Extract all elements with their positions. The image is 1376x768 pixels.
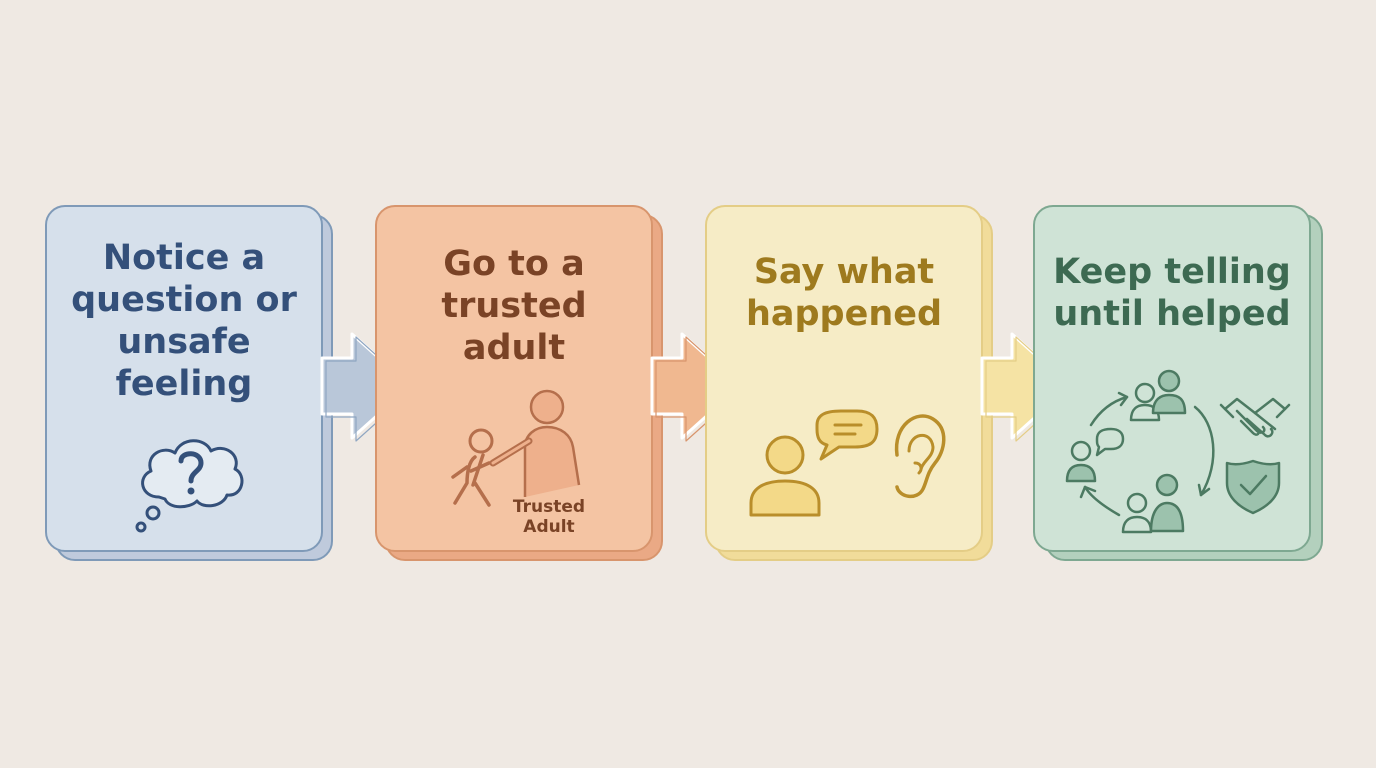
step-4-line-2: until helped	[1053, 294, 1291, 334]
step-4-line-1: Keep telling	[1053, 252, 1291, 292]
step-2-line-2: trusted	[441, 286, 587, 326]
step-2-line-3: adult	[462, 328, 566, 368]
person-speaking-ear-icon	[749, 409, 946, 517]
step-1-line-2: question or	[71, 280, 297, 320]
step-3-line-2: happened	[745, 294, 943, 334]
step-2-card: Go to a trusted adult Trusted Adult	[375, 205, 653, 552]
step-1-title: Notice a question or unsafe feeling	[47, 237, 321, 405]
trusted-adult-label: Trusted Adult	[497, 497, 601, 537]
step-1-line-3: unsafe	[117, 322, 251, 362]
step-4-card: Keep telling until helped	[1033, 205, 1311, 552]
step-1-line-4: feeling	[115, 364, 253, 404]
child-with-adult-icon	[451, 389, 581, 507]
step-1-line-1: Notice a	[102, 238, 266, 278]
people-cycle-handshake-shield-icon	[1065, 369, 1291, 534]
step-1-card: Notice a question or unsafe feeling	[45, 205, 323, 552]
step-3-card: Say what happened	[705, 205, 983, 552]
step-4-title: Keep telling until helped	[1035, 251, 1309, 335]
thought-bubble-question-icon	[135, 439, 244, 533]
step-3-line-1: Say what	[753, 252, 935, 292]
step-2-title: Go to a trusted adult	[377, 243, 651, 369]
step-3-title: Say what happened	[707, 251, 981, 335]
trusted-adult-label-line-2: Adult	[523, 517, 575, 537]
step-2-line-1: Go to a	[443, 244, 585, 284]
trusted-adult-label-line-1: Trusted	[512, 497, 586, 517]
